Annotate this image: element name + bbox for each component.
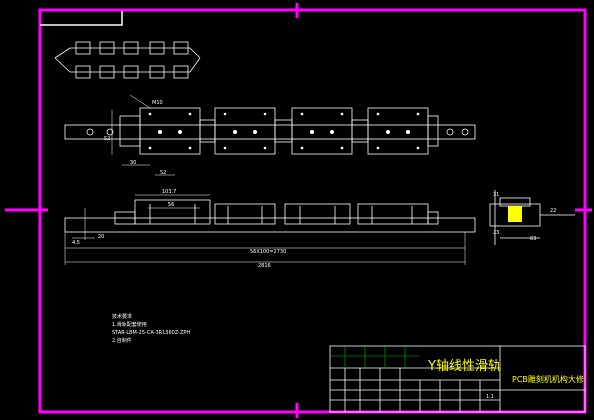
dim-front-block: 103.7: [162, 189, 176, 195]
side-view: [489, 190, 575, 245]
dim-side-w: 63: [530, 236, 536, 242]
dim-top-m: M10: [152, 100, 163, 106]
drawing-title: Y轴线性滑轨: [427, 359, 501, 374]
note-1: 1.滑轨配套使用: [112, 321, 147, 328]
dim-top-b: 52: [160, 170, 166, 176]
dim-front-left: 4.5: [72, 240, 80, 246]
dim-side-c: 22: [550, 208, 556, 214]
front-view-dims: [64, 194, 466, 265]
drawing-scale: 1:1: [486, 394, 494, 400]
dim-top-a: 30: [130, 160, 136, 166]
top-view-dims: [111, 94, 175, 176]
sheet-border: [38, 8, 587, 414]
note-part-number: STAR-LBM-25-CA-3R1360Z-ZPH: [112, 330, 190, 336]
top-view-holes: [148, 112, 420, 150]
title-block: [329, 345, 586, 413]
dim-front-block-b: 56: [168, 202, 174, 208]
note-2: 2.自制件: [112, 337, 132, 344]
dim-front-pitch: 56X100=2730: [250, 249, 286, 255]
dim-side-b: 23: [493, 230, 499, 236]
rail-schematic: [54, 41, 201, 79]
corner-bracket: [40, 11, 123, 26]
notes-heading: 技术要求: [112, 313, 132, 320]
dim-top-width: 52: [104, 136, 110, 142]
front-view: [64, 199, 476, 233]
dim-side-a: 31: [493, 192, 499, 198]
side-view-rail: [508, 206, 522, 222]
title-block-grid-green: [330, 346, 420, 368]
drawing-subtitle: PCB雕刻机机构大修: [512, 374, 584, 384]
dim-front-gap: 20: [98, 234, 104, 240]
dim-front-total: 2816: [258, 263, 271, 269]
top-view: [64, 107, 476, 155]
